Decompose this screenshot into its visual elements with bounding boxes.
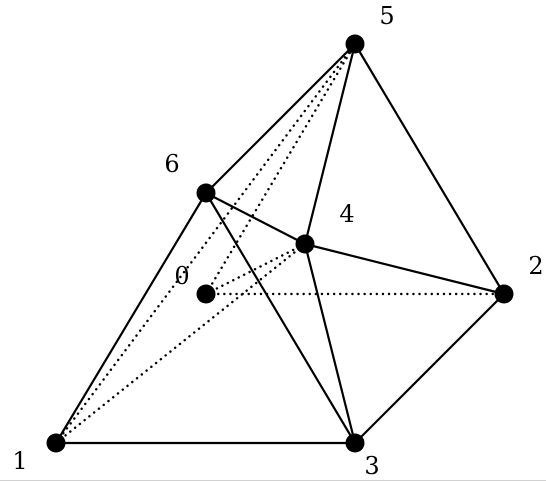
edge-4-3: [303, 242, 357, 445]
vertices-group: [46, 34, 514, 453]
vertex-label-5: 5: [379, 2, 394, 30]
vertex-labels-group: 0 1 2 3 4 5 6: [12, 2, 543, 480]
vertex-2: [494, 284, 514, 304]
vertex-5: [345, 34, 365, 54]
edge-4-2: [303, 242, 506, 296]
solid-edges-group: [54, 42, 506, 445]
vertex-0: [196, 284, 216, 304]
vertex-3: [345, 433, 365, 453]
edge-6-5: [204, 42, 357, 195]
vertex-4: [295, 234, 315, 254]
hidden-edge-0-5: [204, 42, 357, 296]
edge-5-4: [303, 42, 357, 246]
hidden-edge-0-4: [204, 242, 307, 296]
vertex-1: [46, 433, 66, 453]
edge-6-4: [204, 191, 307, 246]
vertex-label-2: 2: [528, 252, 543, 280]
vertex-label-0: 0: [174, 262, 189, 290]
vertex-label-6: 6: [164, 150, 179, 178]
edge-2-3: [353, 292, 506, 445]
bottom-divider: [0, 480, 546, 481]
hidden-edge-1-5: [54, 42, 357, 445]
vertex-label-3: 3: [364, 452, 379, 480]
edge-6-3: [204, 191, 357, 445]
vertex-label-1: 1: [12, 447, 27, 475]
vertex-6: [196, 183, 216, 203]
edge-1-6: [54, 191, 208, 445]
vertex-label-4: 4: [339, 200, 354, 228]
edge-5-2: [353, 42, 506, 296]
hidden-edges-group: [54, 42, 506, 445]
hidden-edge-1-4: [54, 242, 307, 445]
